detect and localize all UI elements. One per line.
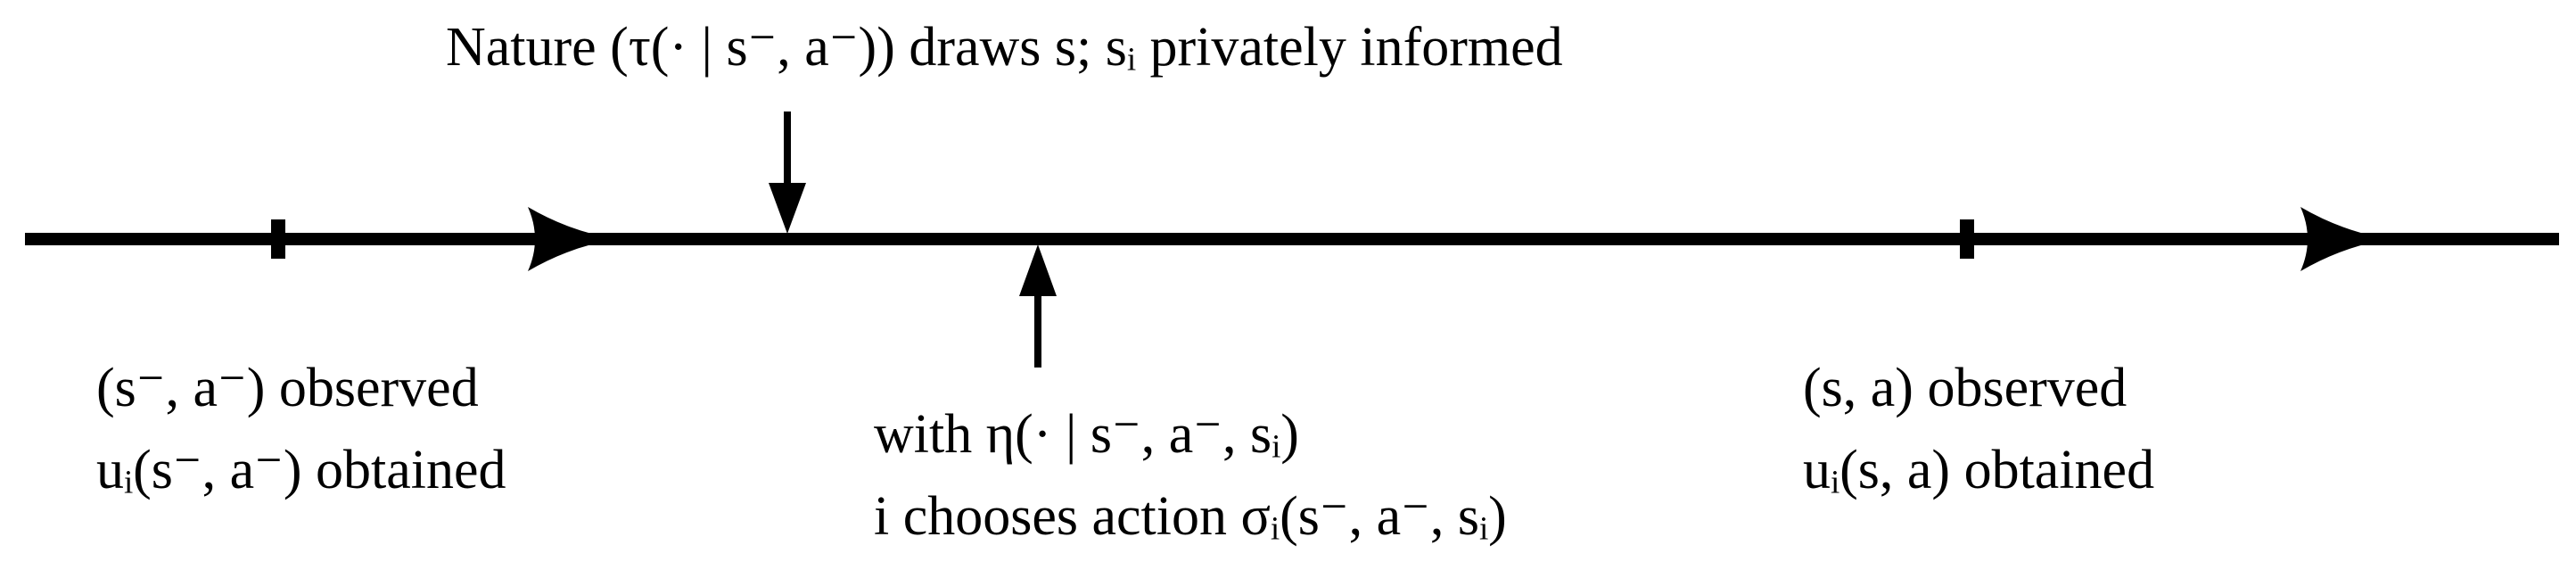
prev-utility-label: uᵢ(s⁻, a⁻) obtained (96, 440, 506, 500)
curr-observed-label: (s, a) observed (1803, 358, 2127, 418)
period-tick-left (271, 219, 285, 259)
belief-label: with η(· | s⁻, a⁻, sᵢ) (874, 404, 1299, 465)
arrowhead-right-icon (2300, 207, 2390, 271)
choice-label: i chooses action σᵢ(s⁻, a⁻, sᵢ) (874, 486, 1507, 547)
curr-utility-label: uᵢ(s, a) obtained (1803, 440, 2155, 500)
nature-draws-label: Nature (τ(· | s⁻, a⁻)) draws s; sᵢ priva… (446, 17, 1563, 78)
prev-observed-label: (s⁻, a⁻) observed (96, 358, 479, 418)
arrow-up-icon (1019, 244, 1057, 296)
arrowhead-right-icon (528, 207, 617, 271)
arrow-down-icon (769, 183, 806, 234)
period-tick-right (1960, 219, 1974, 259)
